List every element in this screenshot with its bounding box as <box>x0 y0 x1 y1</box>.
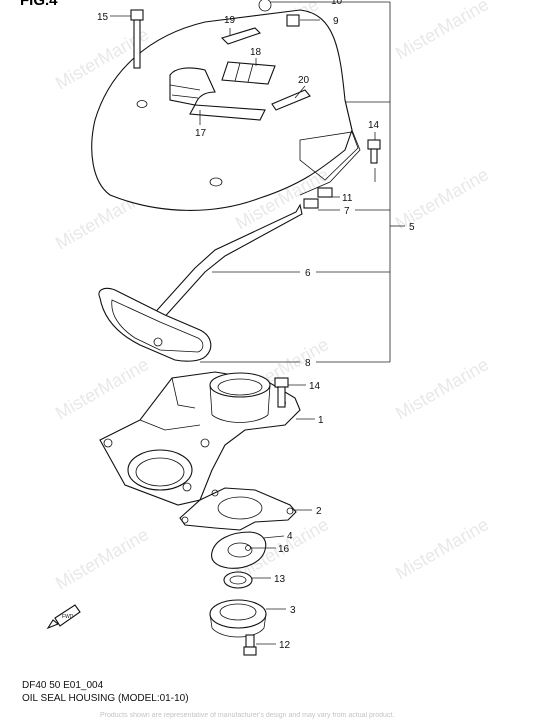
figure-label: FIG.4 <box>20 0 58 9</box>
callout-16: 16 <box>278 544 290 555</box>
callout-12: 12 <box>279 640 291 651</box>
callout-10: 10 <box>331 0 343 7</box>
bolt-12 <box>243 634 257 656</box>
footer-note: Products shown are representative of man… <box>100 712 394 719</box>
callout-15: 15 <box>97 12 109 23</box>
callout-9: 9 <box>333 16 339 27</box>
bolt-14-upper <box>367 139 381 164</box>
callout-5: 5 <box>409 222 415 233</box>
gasket-2 <box>179 487 297 531</box>
callout-6: 6 <box>305 268 311 279</box>
leader-lines <box>110 1 405 645</box>
seal-housing-3 <box>209 599 267 638</box>
callout-3: 3 <box>290 605 296 616</box>
callout-11: 11 <box>342 193 353 204</box>
oil-seal-13 <box>223 571 253 589</box>
watermark-text: MisterMarine <box>392 164 492 233</box>
bolt-14-lower <box>274 377 289 408</box>
doc-code: DF40 50 E01_004 <box>22 680 104 691</box>
fwd-label: FWD <box>62 614 74 620</box>
watermark-text: MisterMarine <box>392 354 492 423</box>
plate-4 <box>211 531 267 569</box>
cover-assembly <box>91 0 361 211</box>
callout-14: 14 <box>368 120 380 131</box>
callouts: 15 19 18 20 17 10 9 14 11 7 5 6 8 14 1 2… <box>97 0 415 651</box>
callout-8: 8 <box>305 358 311 369</box>
watermark-text: MisterMarine <box>52 354 152 423</box>
watermark-text: MisterMarine <box>52 524 152 593</box>
watermark-text: MisterMarine <box>392 0 492 63</box>
callout-18: 18 <box>250 47 262 58</box>
nut-9 <box>286 14 300 27</box>
callout-19: 19 <box>224 15 236 26</box>
callout-7: 7 <box>344 206 350 217</box>
gasket-8 <box>98 287 212 362</box>
housing-1 <box>99 371 301 506</box>
callout-13: 13 <box>274 574 286 585</box>
grommet-11 <box>317 187 333 198</box>
callout-4: 4 <box>287 531 293 542</box>
callout-2: 2 <box>316 506 322 517</box>
doc-title: OIL SEAL HOUSING (MODEL:01-10) <box>22 693 189 704</box>
tube-6 <box>149 203 303 323</box>
fitting-7 <box>303 198 319 209</box>
bolt-15 <box>130 9 144 69</box>
watermark-text: MisterMarine <box>392 514 492 583</box>
callout-17: 17 <box>195 128 207 139</box>
callout-1: 1 <box>318 415 324 426</box>
callout-20: 20 <box>298 75 310 86</box>
fwd-arrow-icon: FWD <box>46 604 81 630</box>
callout-14-lower: 14 <box>309 381 321 392</box>
